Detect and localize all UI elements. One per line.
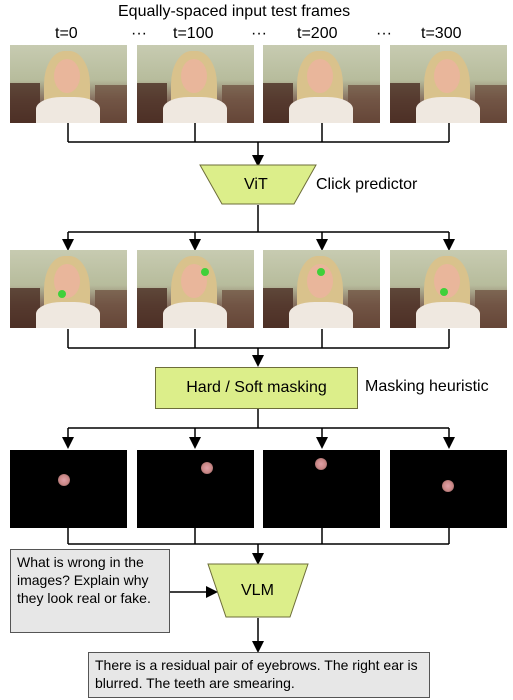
- click-frame: [137, 250, 254, 328]
- masking-caption: Masking heuristic: [365, 378, 489, 395]
- diagram-title: Equally-spaced input test frames: [118, 3, 351, 20]
- timestamp-label: t=0: [55, 25, 78, 42]
- input-frame: [10, 45, 127, 123]
- timestamp-label: t=300: [421, 25, 462, 42]
- prompt-box: What is wrong in the images? Explain why…: [10, 549, 170, 633]
- vlm-trapezoid: [207, 563, 309, 618]
- timestamp-label: t=100: [173, 25, 214, 42]
- click-frame: [263, 250, 380, 328]
- masking-box: Hard / Soft masking: [155, 367, 358, 409]
- masked-frame: [137, 450, 254, 528]
- ellipsis: ···: [131, 25, 147, 42]
- vlm-label: VLM: [241, 582, 274, 599]
- masked-frame: [263, 450, 380, 528]
- input-frame: [390, 45, 507, 123]
- masked-frame: [10, 450, 127, 528]
- input-frame: [263, 45, 380, 123]
- vit-caption: Click predictor: [316, 176, 418, 193]
- click-marker: [58, 290, 66, 298]
- click-marker: [440, 288, 448, 296]
- timestamp-label: t=200: [297, 25, 338, 42]
- vit-label: ViT: [244, 176, 268, 193]
- click-frame: [10, 250, 127, 328]
- masked-frame: [390, 450, 507, 528]
- input-frame: [137, 45, 254, 123]
- click-marker: [201, 268, 209, 276]
- click-marker: [317, 268, 325, 276]
- ellipsis: ···: [251, 25, 267, 42]
- ellipsis: ···: [376, 25, 392, 42]
- click-frame: [390, 250, 507, 328]
- answer-box: There is a residual pair of eyebrows. Th…: [88, 652, 430, 698]
- vit-trapezoid: [199, 164, 317, 205]
